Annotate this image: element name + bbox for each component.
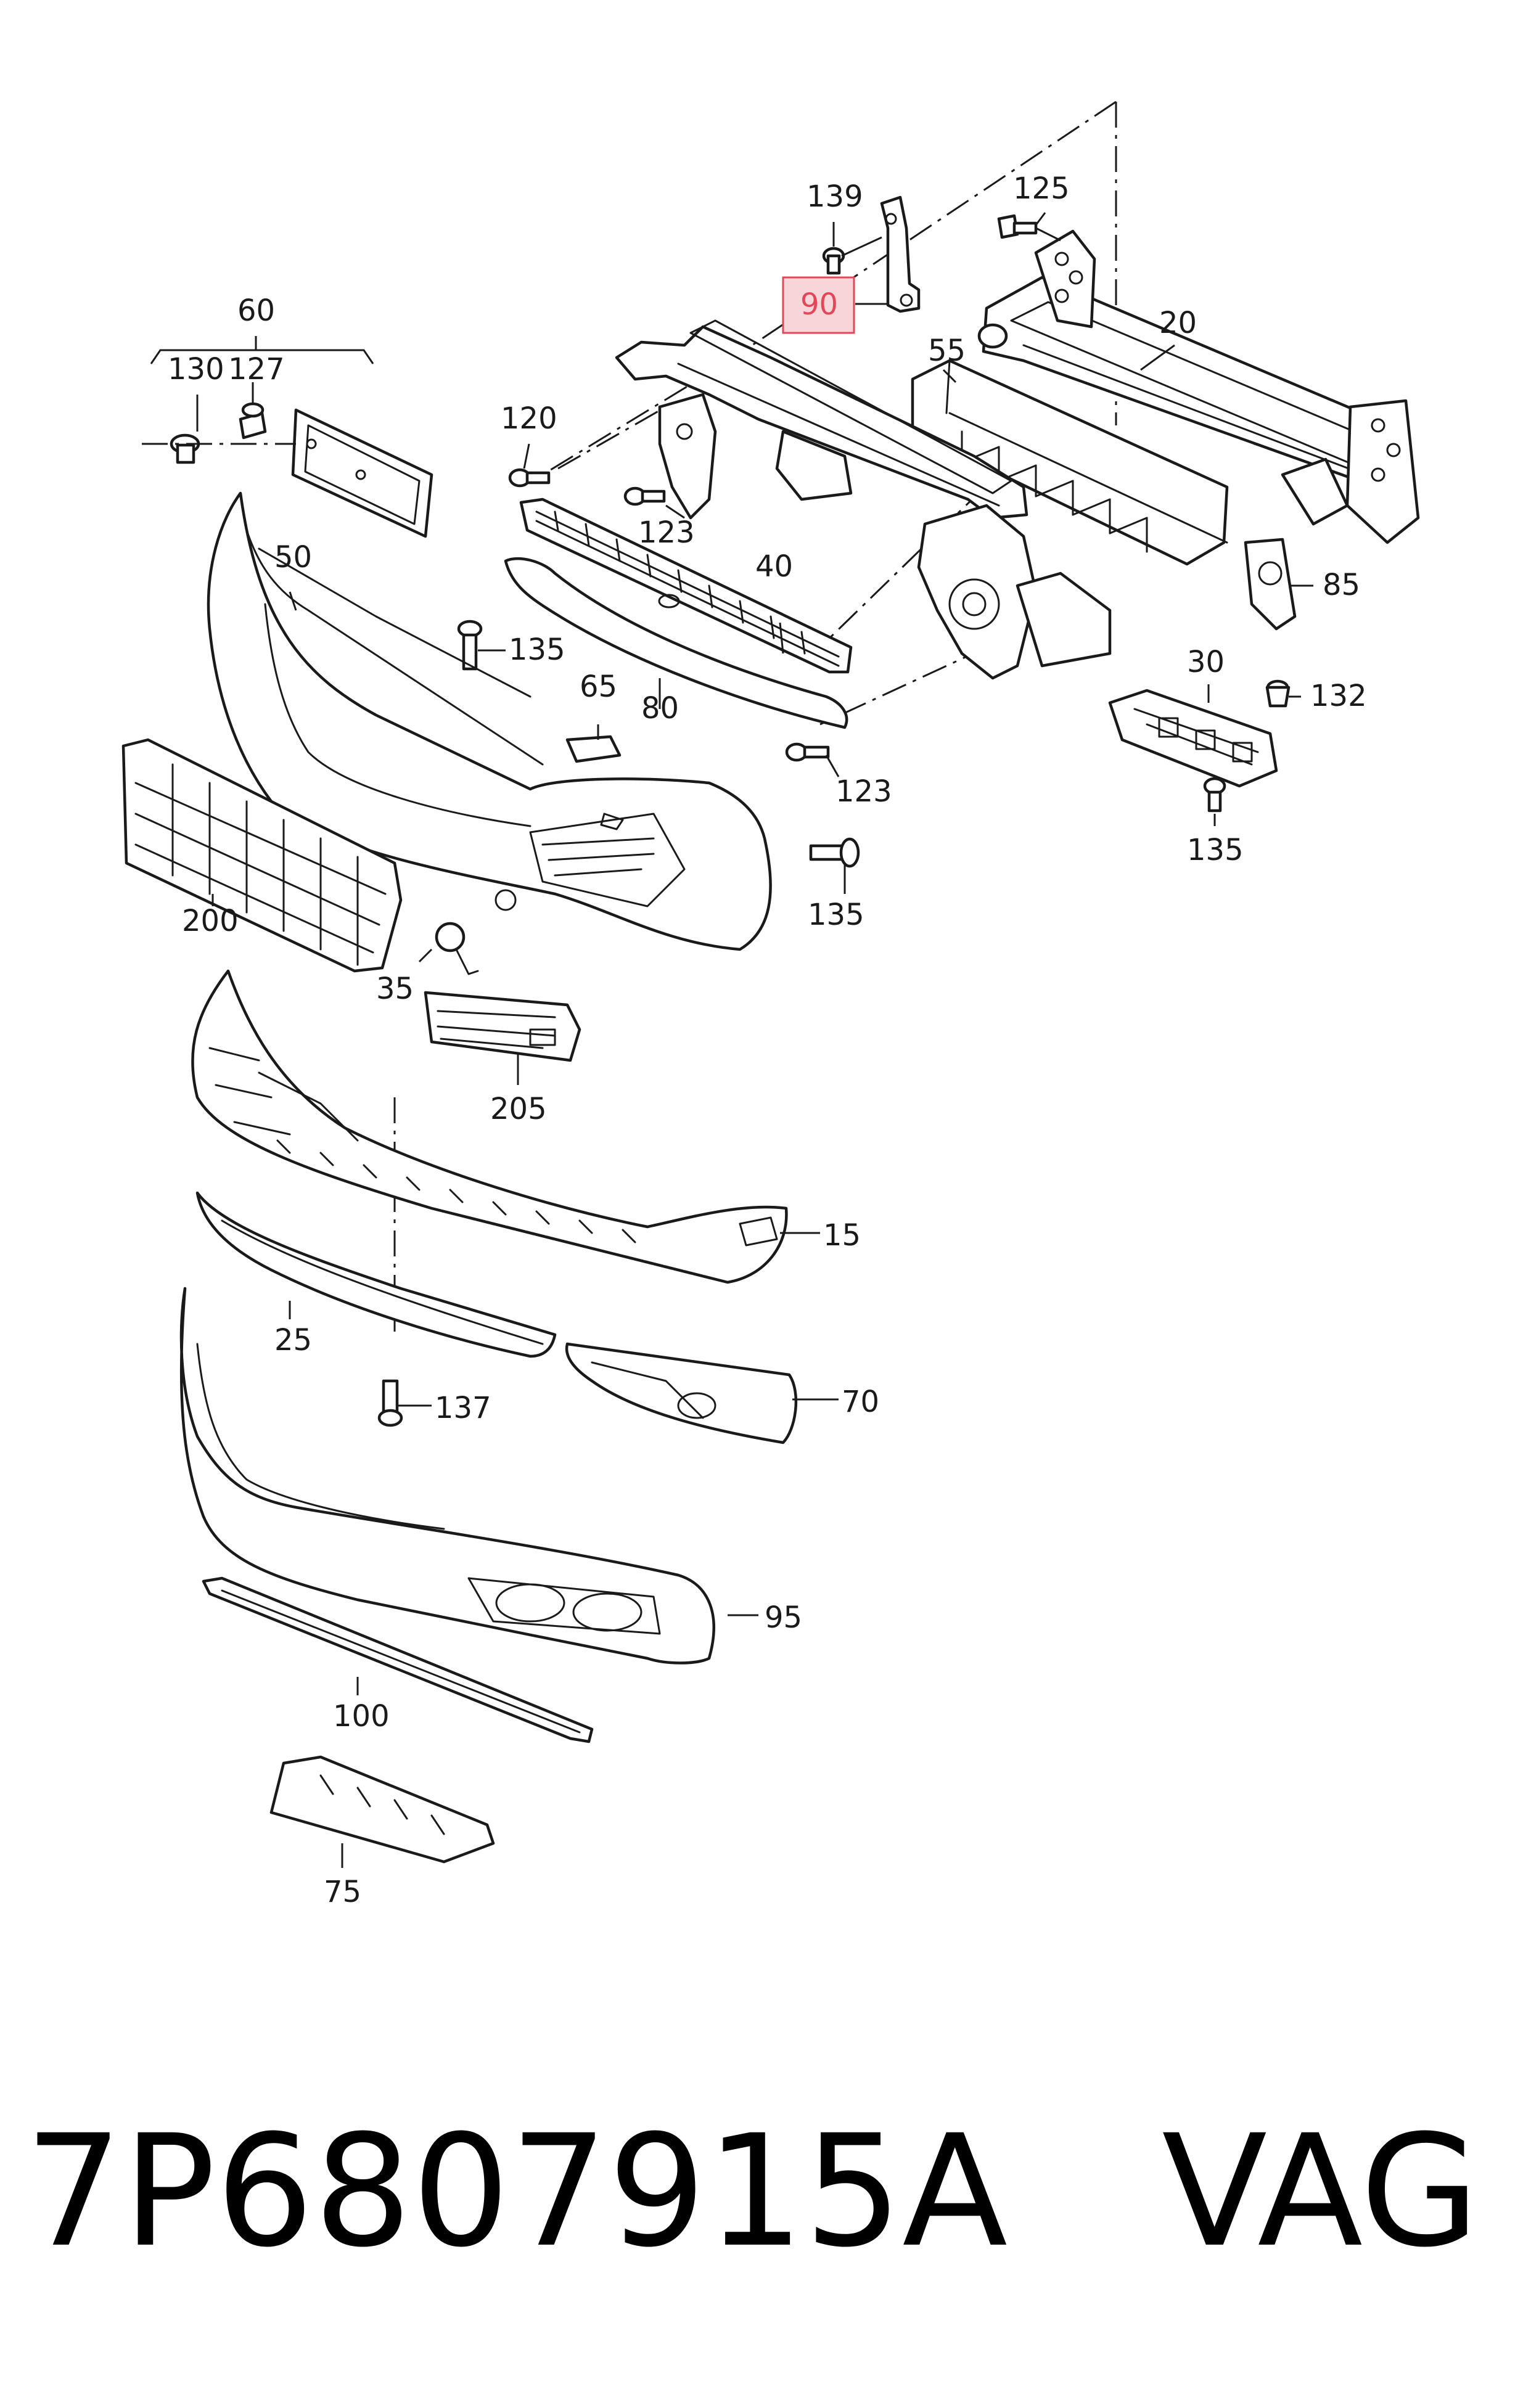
callout-130: 130 (168, 352, 224, 387)
callout-90-highlight (782, 276, 855, 334)
part-60-license-plate-holder (142, 408, 433, 538)
part-200-lower-grille (121, 738, 403, 973)
clip-130 (170, 433, 200, 464)
leader-lines (150, 212, 1313, 1868)
bolt-120 (508, 468, 551, 488)
callout-55: 55 (928, 334, 966, 368)
callout-30: 30 (1187, 645, 1225, 679)
callout-132: 132 (1310, 679, 1367, 713)
assembly-guide-lines (308, 100, 1117, 1332)
callout-127: 127 (228, 352, 285, 387)
callout-labels: 139 125 90 20 55 60 130 127 120 123 50 4… (168, 171, 1367, 1909)
bolt-123-upper (623, 486, 666, 506)
part-number: 7P6807915A (25, 2102, 1008, 2281)
callout-120: 120 (501, 401, 557, 436)
callout-20: 20 (1159, 306, 1197, 340)
part-95-lower-spoiler (179, 1287, 715, 1665)
bolt-135-lower-right (1203, 777, 1226, 813)
callout-40: 40 (755, 549, 793, 584)
part-75-underbody-guard (269, 1755, 495, 1864)
lock-carrier (615, 319, 1112, 680)
callout-15: 15 (823, 1218, 861, 1253)
callout-125: 125 (1013, 171, 1070, 206)
part-50-bumper-cover (207, 491, 772, 951)
callout-70: 70 (842, 1385, 879, 1419)
callout-100: 100 (333, 1699, 390, 1734)
callout-50: 50 (274, 540, 312, 575)
part-15-bumper-carrier (191, 969, 788, 1284)
callout-135-lower-right: 135 (1187, 833, 1244, 867)
callout-75: 75 (324, 1875, 361, 1909)
part-20-bumper-reinforcement (977, 229, 1420, 544)
callout-95: 95 (765, 1600, 802, 1635)
part-65-washer-cap (565, 735, 622, 763)
clip-127 (239, 402, 267, 440)
bolt-135-right (809, 837, 860, 868)
part-30-guide-bracket (1108, 689, 1278, 788)
callout-205: 205 (490, 1092, 547, 1126)
bolt-125 (997, 214, 1061, 242)
fasteners (170, 214, 1291, 1427)
callout-85: 85 (1323, 568, 1360, 602)
bolt-123-lower (785, 742, 830, 762)
part-35-cap (435, 922, 479, 975)
bolt-137 (377, 1379, 403, 1427)
callout-139: 139 (807, 179, 863, 214)
callout-65: 65 (580, 670, 617, 704)
callout-137: 137 (435, 1391, 491, 1425)
callout-80: 80 (641, 691, 679, 726)
part-number-caption: 7P6807915A VAG (25, 2102, 1517, 2281)
part-25-trim-strip (195, 1191, 557, 1358)
screw-139 (822, 236, 882, 275)
callout-60: 60 (237, 293, 275, 328)
brand-name: VAG (1162, 2102, 1480, 2281)
callout-123-upper: 123 (638, 515, 695, 550)
part-80-grille-trim (504, 557, 848, 729)
part-90-bracket (880, 195, 921, 313)
callout-35: 35 (376, 972, 414, 1006)
part-205-fog-grille (424, 991, 581, 1062)
part-40-radiator-grille (519, 498, 853, 674)
bolt-135-upper (457, 620, 483, 671)
callout-90: 90 (800, 287, 838, 322)
part-70-side-trim (565, 1342, 798, 1444)
callout-135-right: 135 (808, 898, 864, 932)
nut-132 (1265, 679, 1291, 708)
part-100-lower-strip (202, 1576, 594, 1743)
part-85-side-bracket (1244, 538, 1297, 631)
callout-25: 25 (274, 1323, 312, 1358)
callout-200: 200 (182, 904, 239, 938)
callout-135-upper: 135 (509, 633, 565, 667)
callout-123-lower: 123 (835, 774, 892, 809)
